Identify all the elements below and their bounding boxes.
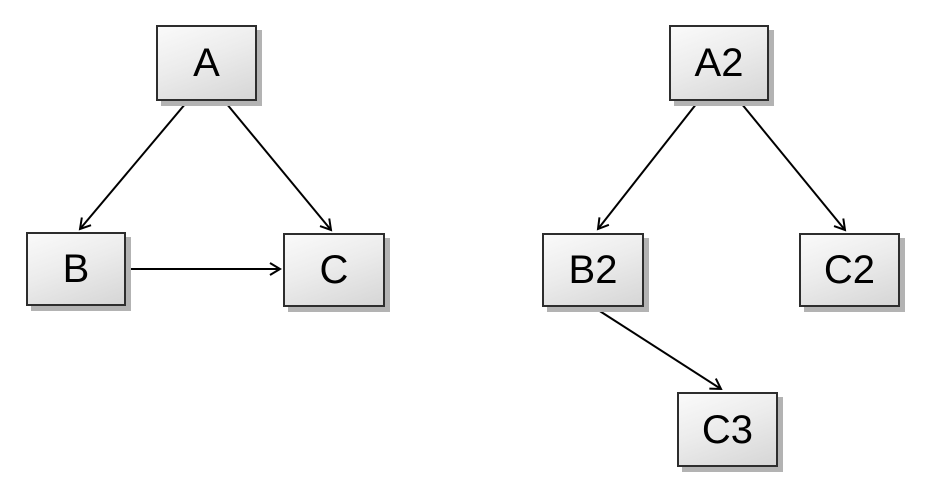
node-A2[interactable]: A2 xyxy=(669,25,769,101)
node-A2-label: A2 xyxy=(694,41,744,85)
edge-A-to-C xyxy=(225,102,333,232)
node-C3-label: C3 xyxy=(701,407,754,452)
node-B[interactable]: B xyxy=(26,232,126,306)
node-B-label: B xyxy=(62,247,90,291)
node-B2-label: B2 xyxy=(568,248,618,292)
node-C3[interactable]: C3 xyxy=(677,392,778,467)
node-A[interactable]: A xyxy=(156,25,257,101)
node-C-label: C xyxy=(319,248,349,292)
edge-A-to-B xyxy=(78,102,187,231)
node-C2[interactable]: C2 xyxy=(799,233,900,307)
edge-B2-to-C3 xyxy=(594,307,723,391)
node-C2-label: C2 xyxy=(823,248,876,292)
node-C[interactable]: C xyxy=(283,233,385,307)
node-B2[interactable]: B2 xyxy=(542,233,644,307)
edge-A2-to-B2 xyxy=(596,102,698,231)
edge-A2-to-C2 xyxy=(740,102,847,232)
node-A-label: A xyxy=(193,41,220,85)
